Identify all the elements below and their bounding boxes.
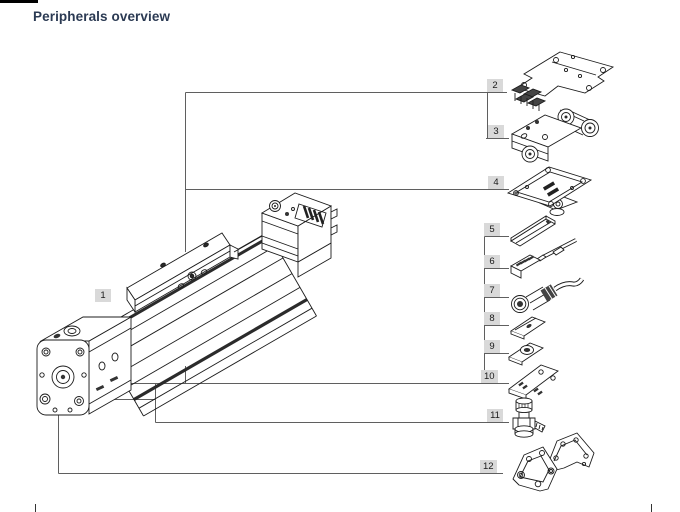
item-7-connector-cable-drawing (511, 277, 585, 313)
item-5-sensor-rail-drawing (510, 215, 556, 247)
callout-lines (58, 92, 509, 474)
callout-label-6: 6 (484, 255, 500, 268)
item-3-driver-unit-drawing (510, 108, 599, 163)
callout-label-9: 9 (484, 340, 500, 353)
page-title: Peripherals overview (33, 9, 171, 24)
item-9-slot-nut-drawing (508, 342, 544, 366)
item-10-adapter-plate-drawing (508, 364, 559, 400)
callout-label-3: 3 (488, 125, 504, 138)
item-1-carriage (126, 232, 265, 314)
item-8-slot-cover-drawing (510, 316, 546, 340)
item-2-connector-pins (510, 84, 547, 111)
callout-label-12: 12 (480, 460, 497, 473)
item-1-linear-drive-drawing (36, 192, 338, 417)
item-1-front-end-cap (36, 316, 133, 416)
callout-label-5: 5 (484, 223, 500, 236)
item-1-drive-head (260, 192, 338, 278)
callout-label-11: 11 (487, 409, 503, 422)
page-corner-mark (0, 0, 38, 3)
callout-label-1: 1 (95, 289, 111, 302)
page-crop-marks (35, 504, 652, 512)
item-6-proximity-sensor-drawing (510, 238, 577, 279)
item-2-mounting-plate-drawing (510, 51, 615, 111)
callout-label-2: 2 (487, 79, 503, 92)
callout-label-7: 7 (484, 284, 500, 297)
item-11-fitting-drawing (512, 397, 546, 438)
callout-label-10: 10 (481, 370, 498, 383)
callout-label-8: 8 (484, 312, 500, 325)
callout-label-4: 4 (488, 176, 504, 189)
item-12-foot-brackets-drawing (512, 432, 595, 492)
item-4-adapter-plate-drawing (506, 166, 593, 216)
